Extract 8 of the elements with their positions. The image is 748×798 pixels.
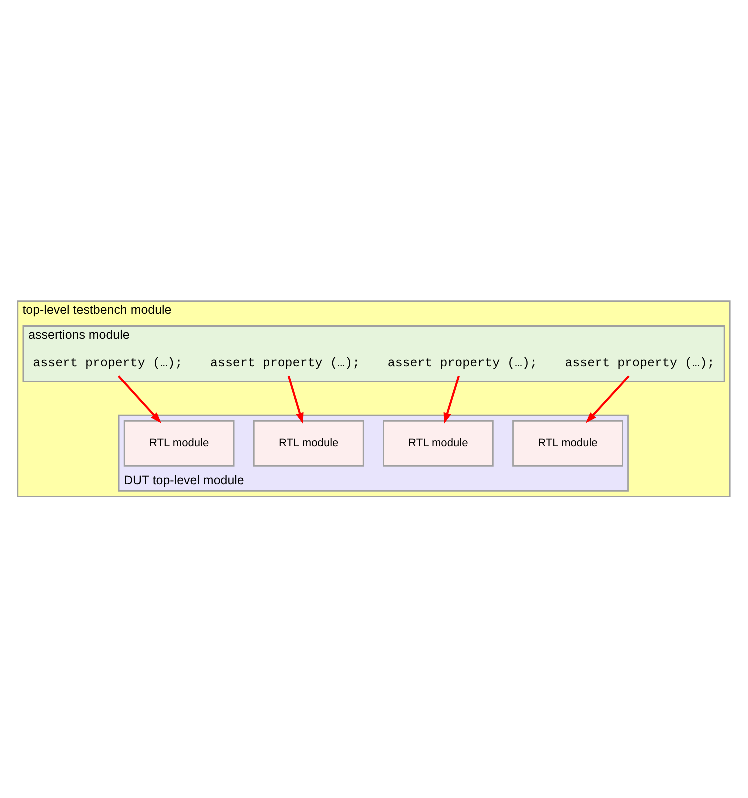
node-text: assert property (…); bbox=[388, 356, 538, 371]
node-text: assert property (…); bbox=[210, 356, 360, 371]
node-box: RTL module bbox=[253, 420, 364, 467]
node-text: assert property (…); bbox=[565, 356, 715, 371]
node-box: RTL module bbox=[383, 420, 494, 467]
node-box: RTL module bbox=[124, 420, 235, 467]
node-text: assert property (…); bbox=[33, 356, 183, 371]
node-box: RTL module bbox=[512, 420, 624, 467]
